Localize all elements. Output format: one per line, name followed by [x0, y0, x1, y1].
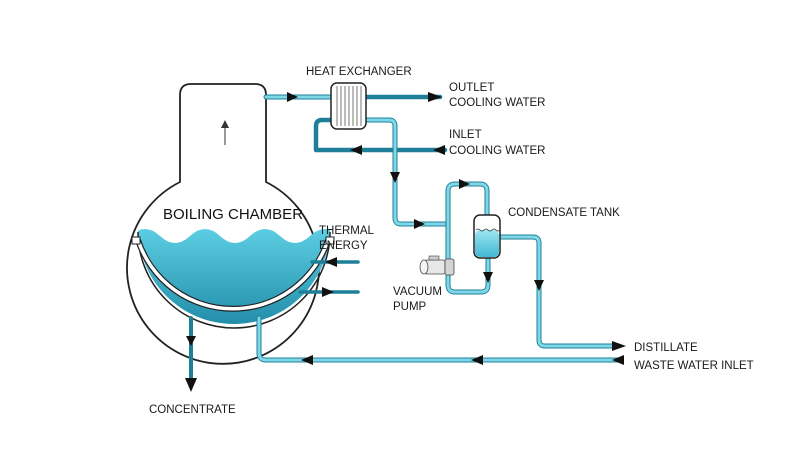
pipe-waste-water — [256, 315, 623, 363]
label-vacuum-1: VACUUM — [393, 286, 442, 298]
arrow-left-icon — [301, 355, 313, 365]
arrow-down-icon — [483, 272, 493, 283]
label-inlet-1: INLET — [449, 129, 482, 141]
pipe-condensate-down — [362, 117, 451, 227]
vapor-arrow-head — [221, 120, 229, 128]
boiling-chamber — [126, 83, 335, 365]
arrow-right-icon — [612, 341, 626, 351]
arrow-left-icon — [612, 355, 624, 365]
arrow-right-icon — [428, 92, 442, 102]
pipe-distillate — [497, 234, 618, 349]
arrow-down-icon — [185, 378, 197, 392]
condensate-tank — [473, 214, 501, 259]
label-vacuum-2: PUMP — [393, 301, 427, 313]
label-inlet-2: COOLING WATER — [449, 145, 545, 157]
label-outlet-1: OUTLET — [449, 82, 494, 94]
arrow-left-icon — [433, 145, 445, 155]
heat-exchanger — [330, 82, 367, 130]
arrow-right-icon — [459, 179, 470, 189]
label-concentrate: CONCENTRATE — [149, 404, 236, 416]
vacuum-pump — [419, 255, 455, 276]
label-distillate: DISTILLATE — [634, 342, 698, 354]
arrow-right-icon — [287, 92, 298, 102]
label-thermal-2: ENERGY — [319, 240, 368, 252]
label-condensate-tank: CONDENSATE TANK — [508, 207, 620, 219]
label-thermal-1: THERMAL — [319, 225, 375, 237]
label-waste-water: WASTE WATER INLET — [634, 360, 754, 372]
pipe-inlet-cooling — [313, 117, 448, 153]
arrow-left-icon — [350, 145, 362, 155]
label-outlet-2: COOLING WATER — [449, 97, 545, 109]
arrow-right-icon — [414, 219, 425, 229]
label-boiling-chamber: BOILING CHAMBER — [163, 206, 303, 223]
arrow-left-icon — [471, 355, 483, 365]
arrow-down-icon — [534, 280, 544, 291]
chamber-water — [138, 229, 330, 324]
arrow-down-icon — [390, 172, 400, 183]
label-heat-exchanger: HEAT EXCHANGER — [306, 66, 412, 78]
arrow-left-icon — [325, 257, 337, 267]
arrow-down-icon — [186, 336, 196, 346]
flow-arrows — [185, 92, 626, 392]
arrow-right-icon — [322, 287, 334, 297]
